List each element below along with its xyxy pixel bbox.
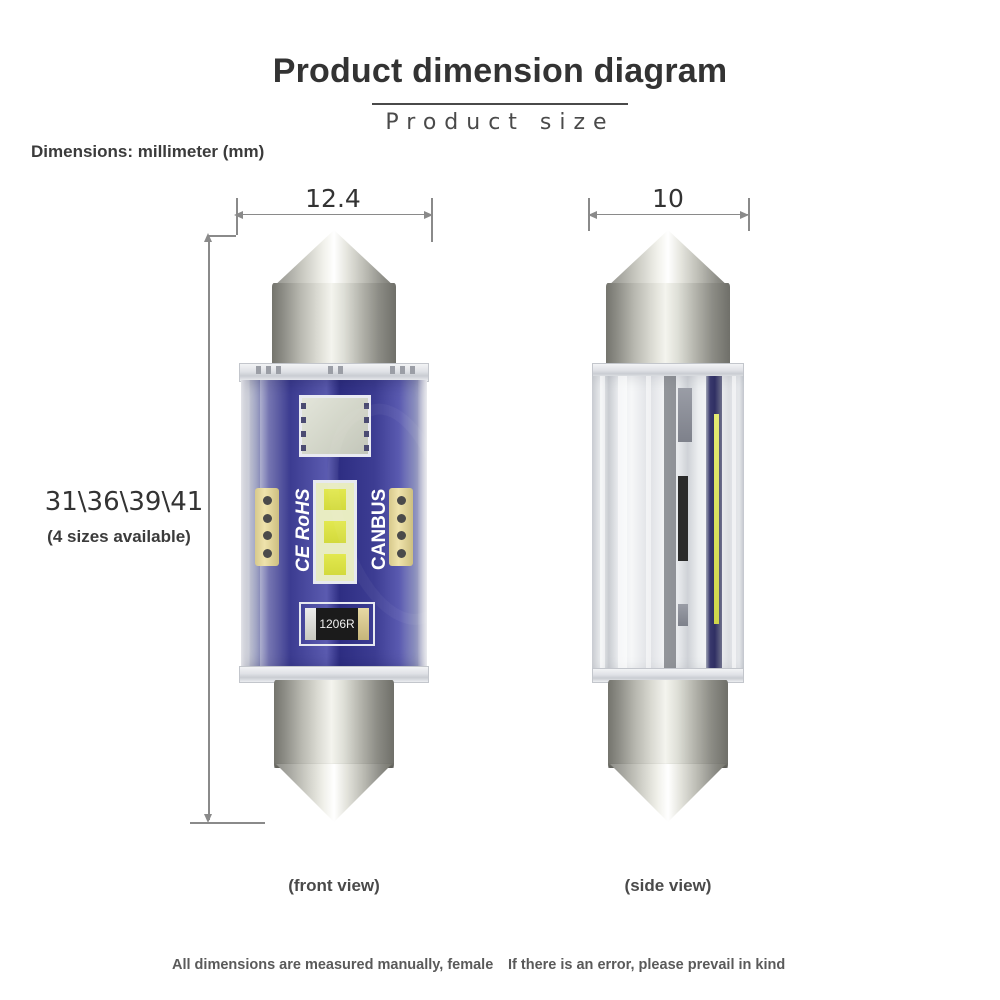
ic-pin (364, 445, 369, 451)
side-view-bulb (588, 230, 748, 825)
rim-notch (256, 366, 261, 374)
side-width-arrow-left (588, 211, 597, 219)
side-bottom-cone-tip (610, 764, 726, 822)
pad-via-hole (262, 548, 272, 558)
height-extension-bottom (190, 822, 265, 824)
side-resistor-edge (678, 604, 688, 626)
ic-pin (301, 403, 306, 409)
front-width-dimension-line (236, 214, 432, 215)
rim-notch (390, 366, 395, 374)
side-ic-edge (678, 388, 692, 442)
title-divider (372, 103, 628, 105)
rim-notch (400, 366, 405, 374)
height-arrow-top (204, 233, 212, 242)
height-label: 31\36\39\41 (44, 487, 204, 517)
pad-via-hole (262, 496, 272, 506)
side-width-arrow-right (740, 211, 749, 219)
pad-via-hole (396, 496, 406, 506)
footer-note-right: If there is an error, please prevail in … (508, 957, 786, 973)
front-housing-body: CE RoHS CANBUS 1206R (241, 380, 427, 670)
ic-pin (301, 445, 306, 451)
page-subtitle: Product size (385, 110, 615, 135)
resistor-terminal-right (358, 608, 369, 640)
housing-glass-edge-left (241, 380, 250, 670)
side-housing-body (592, 376, 744, 672)
front-view-caption: (front view) (288, 876, 380, 895)
side-led-window (678, 476, 688, 561)
led-chip (324, 521, 346, 543)
resistor-1206r: 1206R (305, 608, 369, 640)
rim-notch (338, 366, 343, 374)
side-highlight-flute (618, 376, 627, 672)
rim-notch (410, 366, 415, 374)
top-cone-tip (272, 230, 396, 288)
side-highlight-flute (600, 376, 605, 672)
front-width-arrow-left (234, 211, 243, 219)
height-sublabel: (4 sizes available) (47, 527, 191, 546)
bottom-cone-tip (276, 764, 392, 822)
side-width-extension-left (588, 198, 590, 231)
side-bottom-cap-cylinder (608, 680, 728, 768)
ic-pin (301, 417, 306, 423)
ic-pin (301, 431, 306, 437)
silkscreen-canbus: CANBUS (369, 488, 390, 570)
connector-pad-left (255, 488, 279, 566)
side-width-extension-right (748, 198, 750, 231)
led-chip (324, 553, 346, 576)
pad-via-hole (262, 513, 272, 523)
side-pcb-led-strip (714, 414, 719, 624)
front-width-extension-right (431, 198, 433, 242)
side-view-caption: (side view) (624, 876, 712, 895)
side-width-label: 10 (652, 184, 684, 213)
side-width-dimension-line (590, 214, 748, 215)
rim-notch (328, 366, 333, 374)
footer-note-left: All dimensions are measured manually, fe… (172, 957, 494, 973)
subtitle-block: Product size (0, 103, 1000, 135)
side-highlight-flute (646, 376, 651, 672)
side-highlight-flute (732, 376, 736, 672)
rim-notch (266, 366, 271, 374)
led-module (313, 480, 357, 584)
ic-chip (299, 395, 371, 457)
resistor-outline (299, 602, 375, 646)
resistor-label: 1206R (319, 617, 355, 631)
units-note: Dimensions: millimeter (mm) (31, 142, 265, 161)
pad-via-hole (396, 513, 406, 523)
rim-notch (276, 366, 281, 374)
page-title: Product dimension diagram (272, 52, 728, 90)
top-cap-cylinder (272, 283, 396, 368)
ic-pin (364, 403, 369, 409)
height-extension-top (208, 235, 236, 237)
front-width-label: 12.4 (305, 184, 361, 213)
pad-via-hole (262, 531, 272, 541)
height-arrow-bottom (204, 814, 212, 823)
bottom-cap-cylinder (274, 680, 394, 768)
connector-pad-right (389, 488, 413, 566)
resistor-terminal-left (305, 608, 316, 640)
housing-glass-edge-right (418, 380, 427, 670)
silkscreen-ce-rohs: CE RoHS (293, 488, 314, 572)
side-top-cap-cylinder (606, 283, 730, 368)
front-width-arrow-right (424, 211, 433, 219)
front-view-bulb: CE RoHS CANBUS 1206R (236, 230, 432, 825)
front-width-extension-left (236, 198, 238, 235)
led-chip (324, 488, 346, 511)
ic-pin (364, 417, 369, 423)
side-top-cone-tip (606, 230, 730, 288)
height-dimension-line (208, 238, 210, 820)
pad-via-hole (396, 531, 406, 541)
side-shadow-band (664, 376, 676, 672)
pad-via-hole (396, 548, 406, 558)
ic-pin (364, 431, 369, 437)
